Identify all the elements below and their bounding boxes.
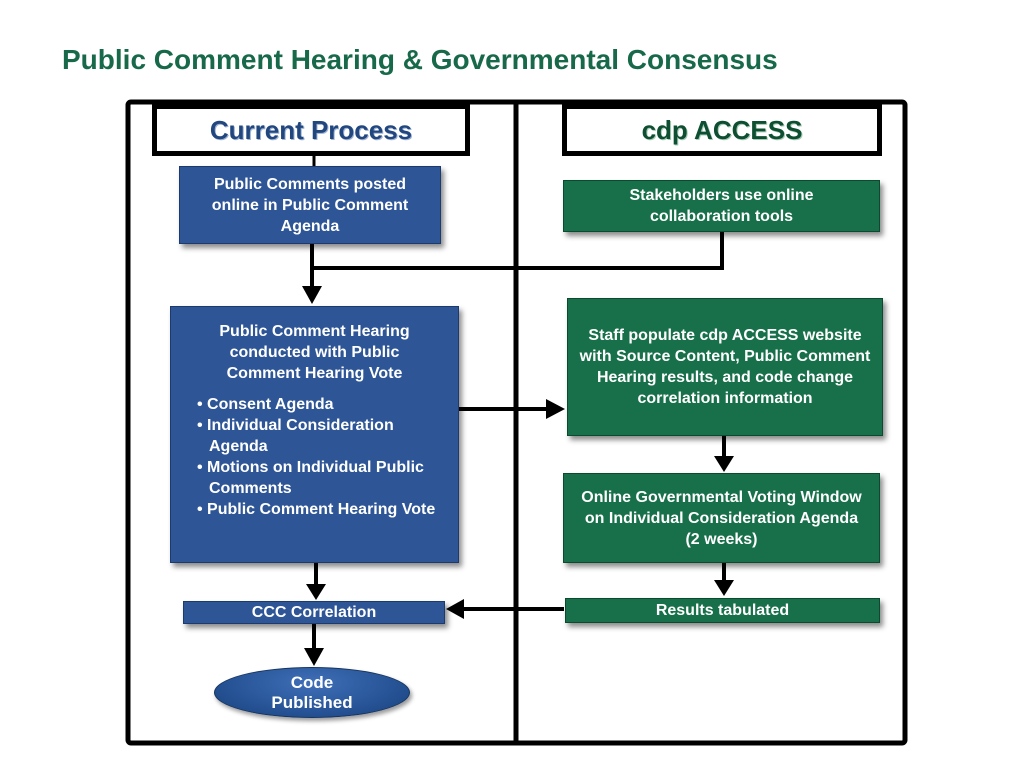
hearing-item: Public Comment Hearing Vote: [197, 499, 444, 520]
arrowhead-correlation-to-published: [304, 648, 324, 666]
hearing-item: Consent Agenda: [197, 394, 444, 415]
arrowhead-voting-to-results: [714, 580, 734, 596]
hearing-list: Consent Agenda Individual Consideration …: [185, 394, 444, 520]
hearing-item: Motions on Individual Public Comments: [197, 457, 444, 499]
results-tabulated-box: Results tabulated: [565, 598, 880, 623]
hearing-title: Public Comment Hearing conducted with Pu…: [219, 323, 410, 382]
arrow-stakeholders-merge: [312, 232, 724, 270]
arrowhead-staff-to-voting: [714, 456, 734, 472]
online-voting-text: Online Governmental Voting Window on Ind…: [581, 488, 862, 548]
page-title: Public Comment Hearing & Governmental Co…: [62, 44, 778, 75]
arrowhead-posted-to-hearing: [302, 286, 322, 304]
public-comment-hearing-box: Public Comment Hearing conducted with Pu…: [170, 306, 459, 563]
results-tabulated-text: Results tabulated: [655, 602, 790, 619]
current-process-header: Current Process: [152, 104, 470, 156]
code-published-text: Code Published: [271, 672, 353, 712]
stakeholders-text: Stakeholders use online collaboration to…: [629, 187, 814, 225]
arrowhead-results-to-correlation: [446, 599, 464, 619]
code-published-oval: Code Published: [214, 667, 410, 718]
stakeholders-box: Stakeholders use online collaboration to…: [563, 180, 880, 232]
staff-populate-box: Staff populate cdp ACCESS website with S…: [567, 298, 883, 436]
online-voting-box: Online Governmental Voting Window on Ind…: [563, 473, 880, 563]
hearing-item: Individual Consideration Agenda: [197, 415, 444, 457]
public-comments-posted-box: Public Comments posted online in Public …: [179, 166, 441, 244]
public-comments-posted-text: Public Comments posted online in Public …: [211, 175, 409, 235]
arrowhead-hearing-to-correlation: [306, 584, 326, 600]
cdp-access-header: cdp ACCESS: [562, 104, 882, 156]
staff-populate-text: Staff populate cdp ACCESS website with S…: [579, 327, 871, 407]
arrowhead-hearing-to-staff: [546, 399, 565, 419]
ccc-correlation-box: CCC Correlation: [183, 601, 445, 624]
ccc-correlation-text: CCC Correlation: [251, 604, 377, 621]
